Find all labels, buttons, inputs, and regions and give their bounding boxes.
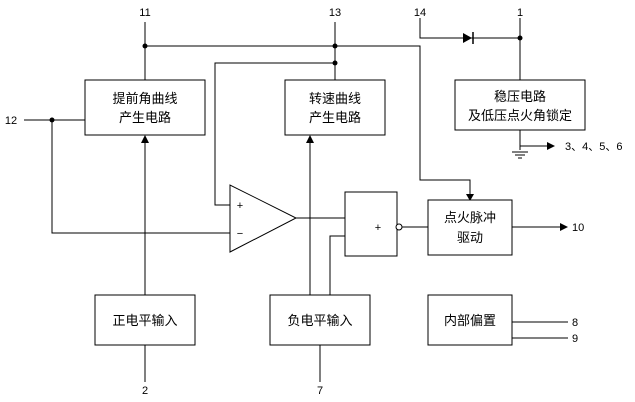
block-advance-curve: 提前角曲线 产生电路 — [84, 79, 206, 136]
wire-negative-input-to-gate — [329, 235, 345, 295]
block-positive-input: 正电平输入 — [94, 294, 196, 346]
wire-feedback-plus — [214, 62, 335, 206]
block-label: 及低压点火角锁定 — [468, 108, 572, 124]
pin-label-1: 1 — [517, 7, 523, 19]
wires — [24, 18, 568, 382]
pin-label-3456: 3、4、5、6 — [565, 141, 622, 153]
diode-icon — [463, 32, 474, 44]
block-speed-curve: 转速曲线 产生电路 — [284, 79, 386, 136]
pin-label-10: 10 — [572, 222, 584, 234]
gate-plus-sign: + — [375, 222, 381, 234]
pin-label-12: 12 — [5, 115, 17, 127]
pin-label-14: 14 — [414, 7, 426, 19]
junction-dot — [142, 43, 148, 49]
junction-dot — [517, 35, 523, 41]
inverter-bubble-icon — [395, 223, 403, 231]
block-label: 产生电路 — [309, 110, 361, 126]
block-label: 产生电路 — [119, 110, 171, 126]
block-label: 内部偏置 — [444, 313, 496, 329]
wire-bus-to-driver — [145, 45, 471, 200]
comparator-minus-sign: − — [237, 228, 243, 240]
pin-labels: 11 13 14 1 12 3、4、5、6 10 8 9 2 7 — [5, 7, 623, 397]
pin-label-11: 11 — [139, 7, 150, 19]
pin-label-13: 13 — [329, 7, 341, 19]
block-ignition-driver: 点火脉冲 驱动 — [427, 199, 513, 256]
junction-dot — [49, 117, 55, 123]
block-label: 转速曲线 — [309, 92, 361, 107]
arrowhead — [141, 135, 149, 143]
block-regulator: 稳压电路 及低压点火角锁定 — [454, 79, 586, 131]
block-label: 正电平输入 — [112, 313, 177, 329]
arrowhead — [547, 142, 555, 150]
wire-pin14 — [419, 18, 520, 39]
ground-icon — [512, 151, 528, 159]
block-internal-bias: 内部偏置 — [427, 294, 513, 346]
junction-dot — [332, 60, 338, 66]
arrowhead — [306, 135, 314, 143]
block-label: 稳压电路 — [494, 89, 546, 105]
pin-label-9: 9 — [572, 333, 578, 345]
pin-label-8: 8 — [572, 317, 578, 329]
block-label: 负电平输入 — [287, 313, 352, 329]
arrowhead — [560, 223, 568, 231]
gate-symbol: + — [344, 191, 403, 257]
arrowhead — [466, 194, 474, 201]
block-label: 提前角曲线 — [112, 91, 177, 107]
block-label: 驱动 — [457, 231, 483, 246]
pin-label-2: 2 — [142, 385, 148, 397]
block-label: 点火脉冲 — [444, 211, 496, 226]
wire-to-comparator-minus — [51, 120, 230, 234]
pin-label-7: 7 — [317, 385, 323, 397]
comparator-symbol: + − — [229, 184, 298, 253]
comparator-plus-sign: + — [237, 200, 243, 212]
block-negative-input: 负电平输入 — [269, 294, 371, 346]
